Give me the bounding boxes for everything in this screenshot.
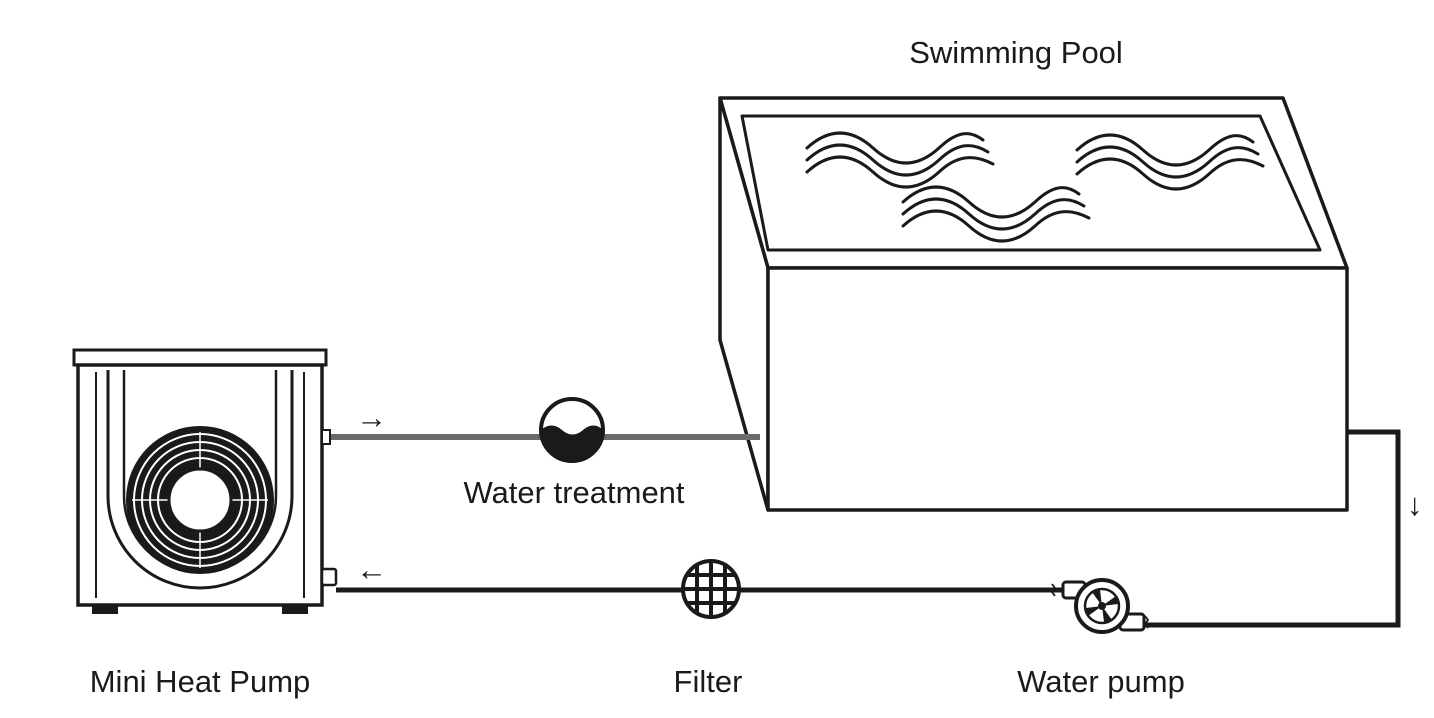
heat-pump-fan-panel xyxy=(106,370,294,590)
fan-grille-icon xyxy=(126,426,274,574)
return-flow-arrow-in: ← xyxy=(356,552,387,587)
wave-group-middle xyxy=(901,185,1091,243)
return-pipe xyxy=(1142,429,1401,628)
water-pump-icon xyxy=(1050,578,1150,634)
wave-group-right xyxy=(1075,133,1265,191)
pool-front-face xyxy=(766,266,1349,512)
wave-group-left xyxy=(805,131,995,189)
pool-water-surface xyxy=(740,114,1322,252)
label-water-treatment: Water treatment xyxy=(463,475,684,510)
label-swimming-pool: Swimming Pool xyxy=(909,35,1123,70)
filter-icon xyxy=(681,559,741,619)
pool-waves xyxy=(805,131,1265,243)
supply-flow-arrow: → xyxy=(356,400,387,435)
heat-pump-top-cap xyxy=(72,348,328,367)
label-filter: Filter xyxy=(674,664,743,699)
mini-heat-pump xyxy=(72,348,338,614)
swimming-pool xyxy=(718,96,1349,512)
label-mini-heat-pump: Mini Heat Pump xyxy=(90,664,311,699)
water-treatment-icon xyxy=(539,397,605,463)
label-water-pump: Water pump xyxy=(1017,664,1185,699)
return-flow-arrow-down: ↓ xyxy=(1407,487,1423,522)
